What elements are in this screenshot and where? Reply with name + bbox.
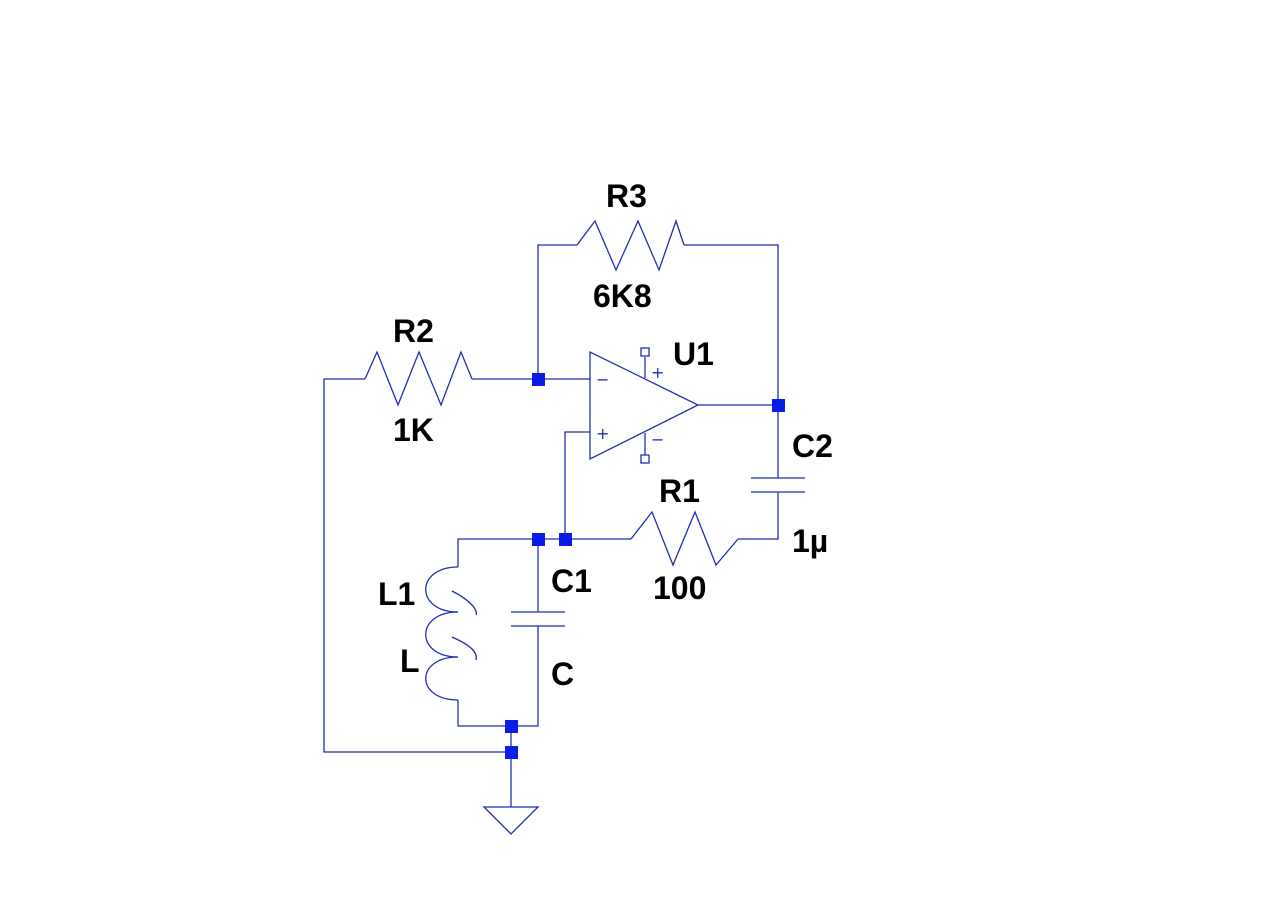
wire-r3-right-to-output-node — [684, 244, 779, 405]
opamp-non-inverting-sign: + — [596, 424, 609, 443]
junction-output-node — [772, 399, 785, 412]
junction-inverting-node — [532, 373, 545, 386]
r2-value-label: 1K — [393, 412, 434, 448]
r2-ref-label: R2 — [393, 313, 434, 349]
junction-tank-top-node — [532, 533, 545, 546]
labels: R3 6K8 R2 1K U1 C2 1µ R1 100 C1 C L1 L — [378, 178, 833, 692]
wire-r3-left-to-inverting-node — [537, 244, 577, 379]
c1-value-label: C — [551, 656, 574, 692]
c1-ref-label: C1 — [551, 563, 592, 599]
opamp-supply-pos-sign: + — [651, 363, 664, 382]
r3-ref-label: R3 — [606, 178, 647, 214]
capacitor-c2 — [751, 477, 805, 493]
opamp-supply-neg-sign: − — [651, 430, 664, 449]
junction-non-inverting-node — [559, 533, 572, 546]
opamp-inverting-sign: − — [596, 370, 609, 389]
resistor-r3 — [576, 218, 685, 272]
wire-r2-left-to-ground — [323, 378, 511, 753]
u1-ref-label: U1 — [673, 336, 714, 372]
capacitor-c1 — [511, 611, 565, 627]
c2-ref-label: C2 — [792, 428, 833, 464]
inductor-l1 — [425, 566, 477, 701]
resistor-r1 — [630, 510, 739, 567]
wire-c2-bottom-to-r1 — [738, 492, 779, 540]
junctions — [505, 373, 785, 759]
resistor-r2 — [364, 350, 473, 407]
r3-value-label: 6K8 — [593, 278, 652, 314]
l1-value-label: L — [400, 643, 420, 679]
ground-symbol — [482, 806, 540, 835]
l1-ref-label: L1 — [378, 576, 415, 612]
r1-ref-label: R1 — [659, 473, 700, 509]
wire-r1-left-to-tank — [457, 538, 631, 567]
wire-non-inverting-input — [564, 431, 590, 539]
wire-c1-bottom — [511, 626, 539, 727]
wire-l1-bottom — [457, 700, 511, 727]
junction-tank-bottom-node — [505, 720, 518, 733]
junction-ground-node — [505, 746, 518, 759]
opamp-u1: − + + − — [589, 347, 700, 464]
c2-value-label: 1µ — [792, 523, 828, 559]
r1-value-label: 100 — [653, 570, 706, 606]
wires — [323, 244, 779, 807]
